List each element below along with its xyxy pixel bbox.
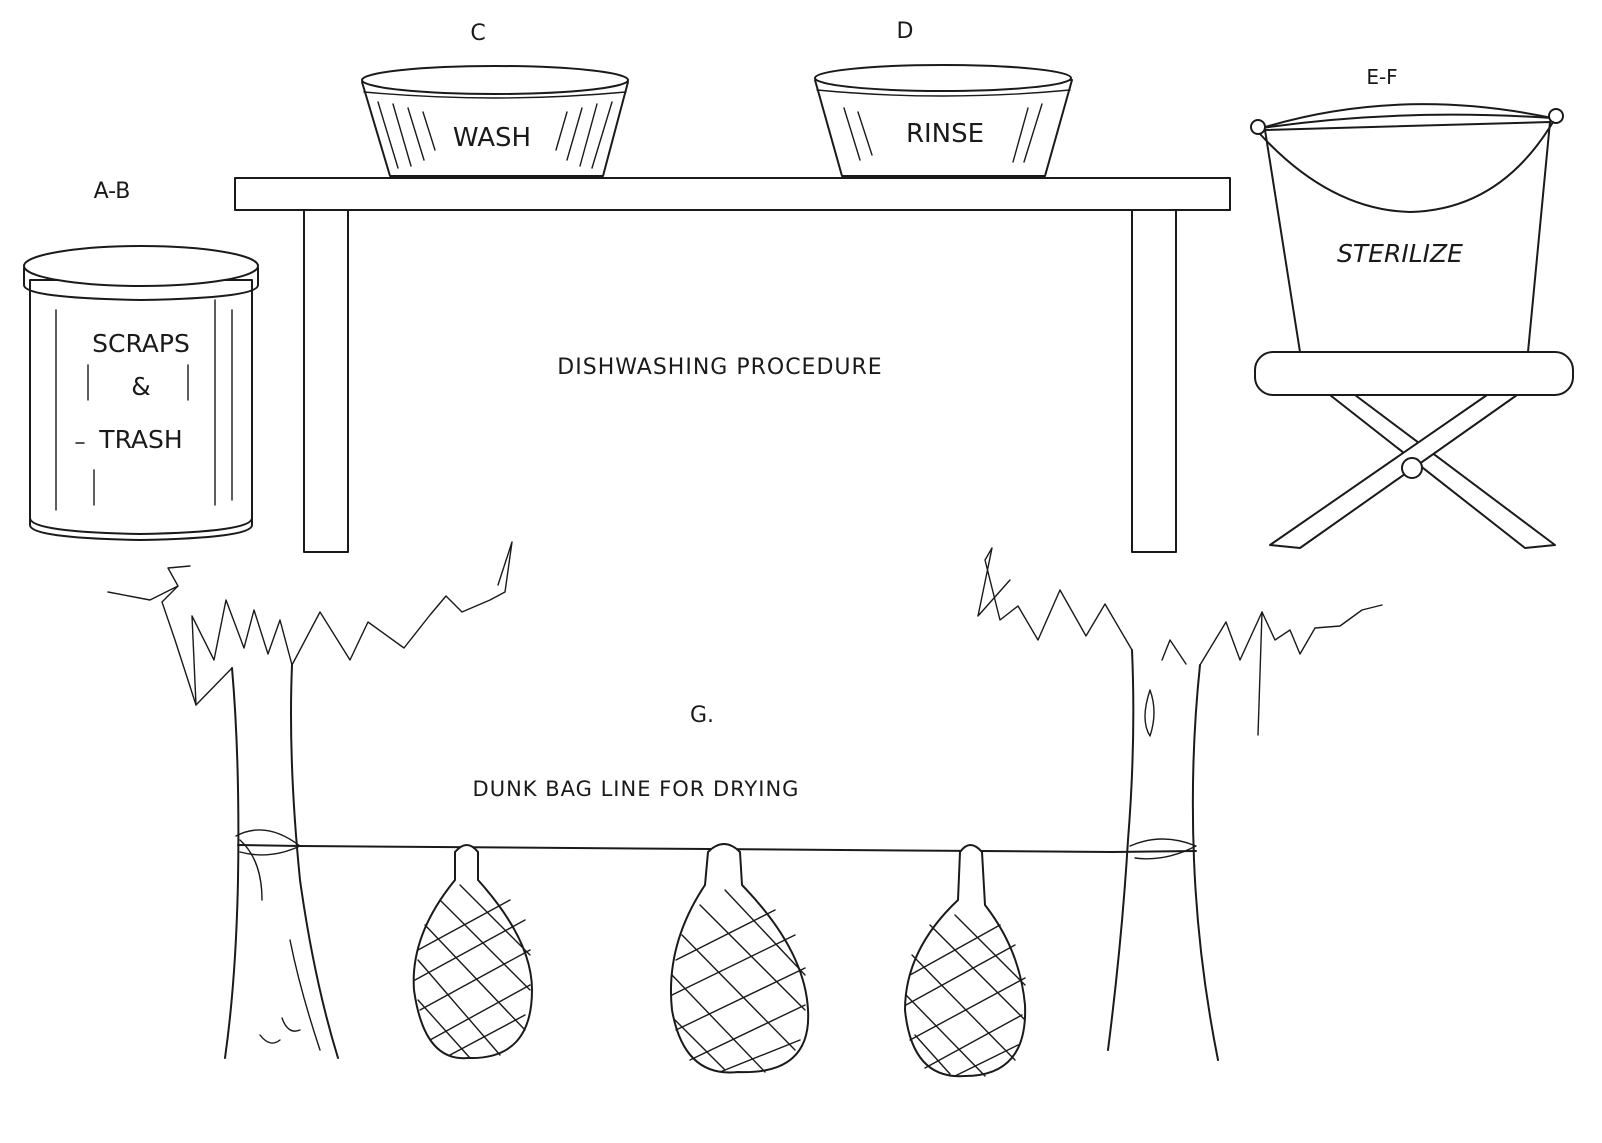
- drying-line: [235, 829, 1197, 860]
- rinse-station-letter: D: [897, 19, 914, 44]
- table-top: [234, 177, 1231, 211]
- wash-label: WASH: [453, 123, 531, 153]
- wash-station-letter: C: [470, 21, 485, 46]
- dunk-bag-1: [412, 844, 533, 1060]
- sterilize-bucket-stand: STERILIZE: [1250, 103, 1574, 549]
- scraps-label-line2: &: [131, 372, 151, 401]
- dunk-bag-3: [904, 844, 1027, 1078]
- rinse-label: RINSE: [906, 119, 984, 149]
- drying-label: DUNK BAG LINE FOR DRYING: [473, 777, 800, 801]
- scraps-station-letter: A-B: [94, 179, 131, 204]
- scraps-label-line3: TRASH: [98, 425, 182, 454]
- left-tree: [107, 541, 513, 1059]
- right-tree: [977, 547, 1383, 1061]
- rinse-basin: RINSE: [814, 64, 1073, 177]
- table-leg-left: [303, 209, 349, 553]
- scraps-can: SCRAPS & TRASH: [23, 245, 259, 541]
- table-leg-right: [1131, 209, 1177, 553]
- dunk-bag-2: [669, 843, 810, 1074]
- wash-basin: WASH: [361, 65, 629, 177]
- scraps-label-line1: SCRAPS: [92, 329, 190, 358]
- drying-station-letter: G.: [690, 703, 714, 728]
- diagram-title: DISHWASHING PROCEDURE: [557, 355, 882, 380]
- table: [234, 177, 1231, 553]
- sterilize-label: STERILIZE: [1337, 239, 1463, 268]
- sterilize-station-letter: E-F: [1366, 65, 1397, 89]
